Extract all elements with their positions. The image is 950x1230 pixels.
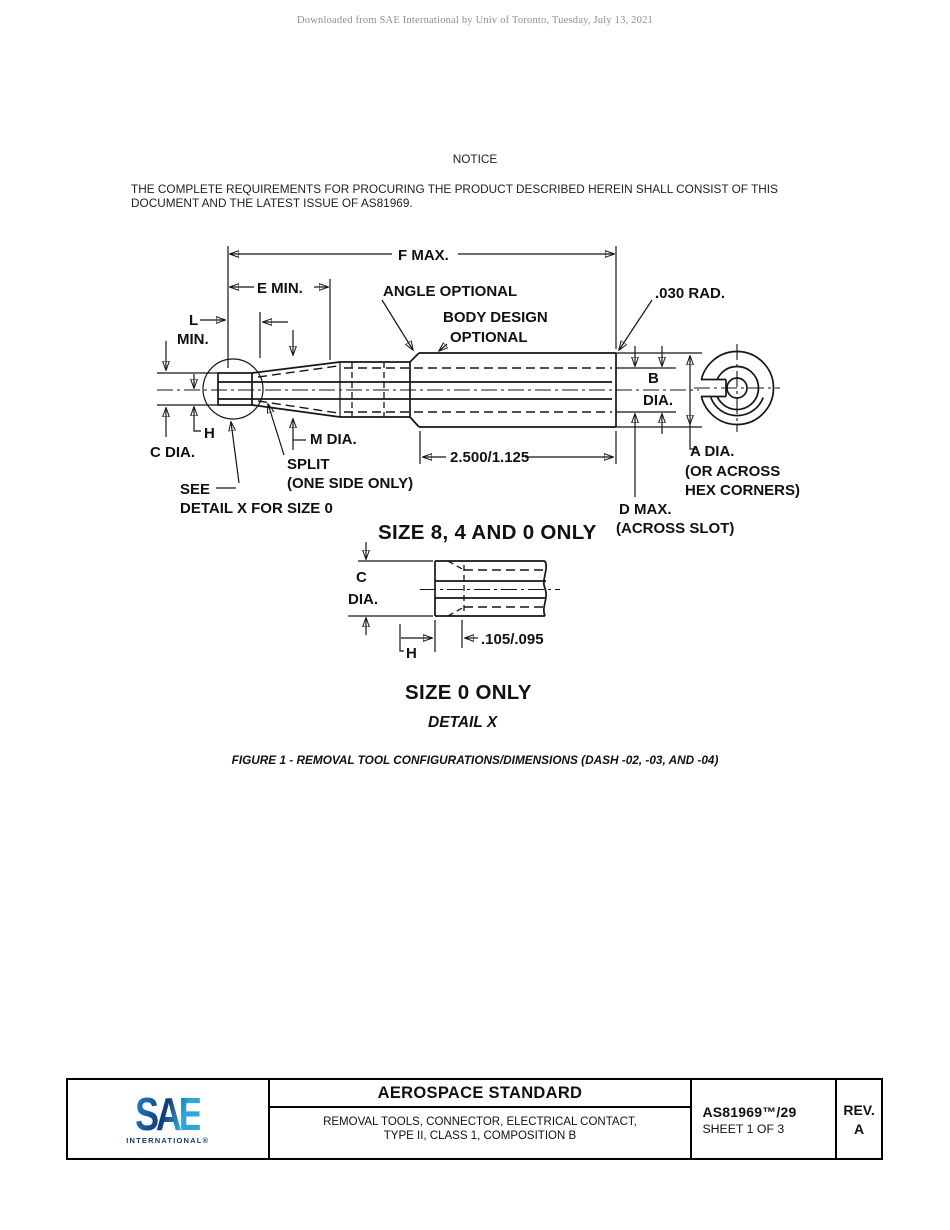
dim-c-dia: C DIA. [150,444,195,461]
label-split-1: SPLIT [287,456,330,473]
sae-logo-text: SAE [135,1087,204,1140]
figure-1-drawing: F MAX. E MIN. L MIN. ANGLE OPTIONAL BODY… [150,246,800,731]
sae-logo-subtitle: INTERNATIONAL® [126,1135,210,1145]
dim-f-max: F MAX. [398,247,449,264]
dim-d-max-2: (ACROSS SLOT) [616,520,734,537]
dimensions-left: C DIA. H M DIA. SPLIT (ONE SIDE ONLY) SE… [150,330,413,517]
dim-a-dia-3: HEX CORNERS) [685,482,800,499]
title-block: SAE INTERNATIONAL® AEROSPACE STANDARD RE… [66,1078,883,1160]
dim-b: B [648,370,659,387]
detail-x-view: C DIA. H .105/.095 SIZE 0 ONLY DETAIL X [348,542,560,731]
dim-h: H [204,425,215,442]
dim-b-dia: DIA. [643,392,673,409]
dim-d-max-1: D MAX. [619,501,672,518]
label-size-840: SIZE 8, 4 AND 0 ONLY [378,521,597,544]
label-split-2: (ONE SIDE ONLY) [287,475,413,492]
dim-shaft-length: 2.500/1.125 [450,449,529,466]
dim-a-dia-1: A DIA. [690,443,734,460]
document-number: AS81969™/29 [702,1104,797,1120]
label-size-0: SIZE 0 ONLY [405,681,532,704]
revision-value: A [853,1120,865,1137]
detail-reference-circle [202,358,264,420]
notice-heading: NOTICE [452,152,498,166]
detail-dim-c: C [356,569,367,586]
label-body-design-1: BODY DESIGN [443,309,548,326]
dim-l-min: MIN. [177,331,209,348]
dim-a-dia-2: (OR ACROSS [685,463,780,480]
document-title-line-1: REMOVAL TOOLS, CONNECTOR, ELECTRICAL CON… [323,1116,637,1128]
sae-logo: SAE INTERNATIONAL® [68,1080,270,1158]
dimensions-top: F MAX. E MIN. L MIN. ANGLE OPTIONAL BODY… [177,246,725,368]
figure-caption: FIGURE 1 - REMOVAL TOOL CONFIGURATIONS/D… [231,753,719,767]
title-block-center: AEROSPACE STANDARD REMOVAL TOOLS, CONNEC… [269,1080,693,1158]
standard-type-heading: AEROSPACE STANDARD [269,1080,691,1108]
title-block-revision: REV. A [837,1080,881,1158]
document-title: REMOVAL TOOLS, CONNECTOR, ELECTRICAL CON… [270,1108,691,1158]
detail-dim-h: H [406,645,417,662]
dimensions-right: B DIA. D MAX. (ACROSS SLOT) A DIA. (OR A… [616,346,800,537]
revision-label: REV. [843,1101,875,1118]
end-view [694,344,780,432]
tool-side-view [157,352,704,428]
dim-l: L [189,312,198,329]
notice-line-2: DOCUMENT AND THE LATEST ISSUE OF AS81969… [131,196,413,211]
download-watermark: Downloaded from SAE International by Uni… [297,15,653,26]
label-body-design-2: OPTIONAL [450,329,528,346]
title-block-number: AS81969™/29 SHEET 1 OF 3 [692,1080,838,1158]
detail-dim-slot: .105/.095 [481,631,544,648]
label-detail-x: DETAIL X [428,714,499,731]
label-see-2: DETAIL X FOR SIZE 0 [180,500,333,517]
label-angle-optional: ANGLE OPTIONAL [383,283,517,300]
detail-dim-c-dia: DIA. [348,591,378,608]
document-title-line-2: TYPE II, CLASS 1, COMPOSITION B [383,1130,577,1142]
notice-line-1: THE COMPLETE REQUIREMENTS FOR PROCURING … [131,182,778,196]
label-see-1: SEE [180,481,210,498]
dim-m-dia: M DIA. [310,431,357,448]
label-030-rad: .030 RAD. [655,285,725,302]
dim-e-min: E MIN. [257,280,303,297]
dimension-shaft-length: 2.500/1.125 [419,431,617,466]
sheet-number: SHEET 1 OF 3 [702,1122,785,1136]
notice-paragraph: THE COMPLETE REQUIREMENTS FOR PROCURING … [131,182,831,211]
